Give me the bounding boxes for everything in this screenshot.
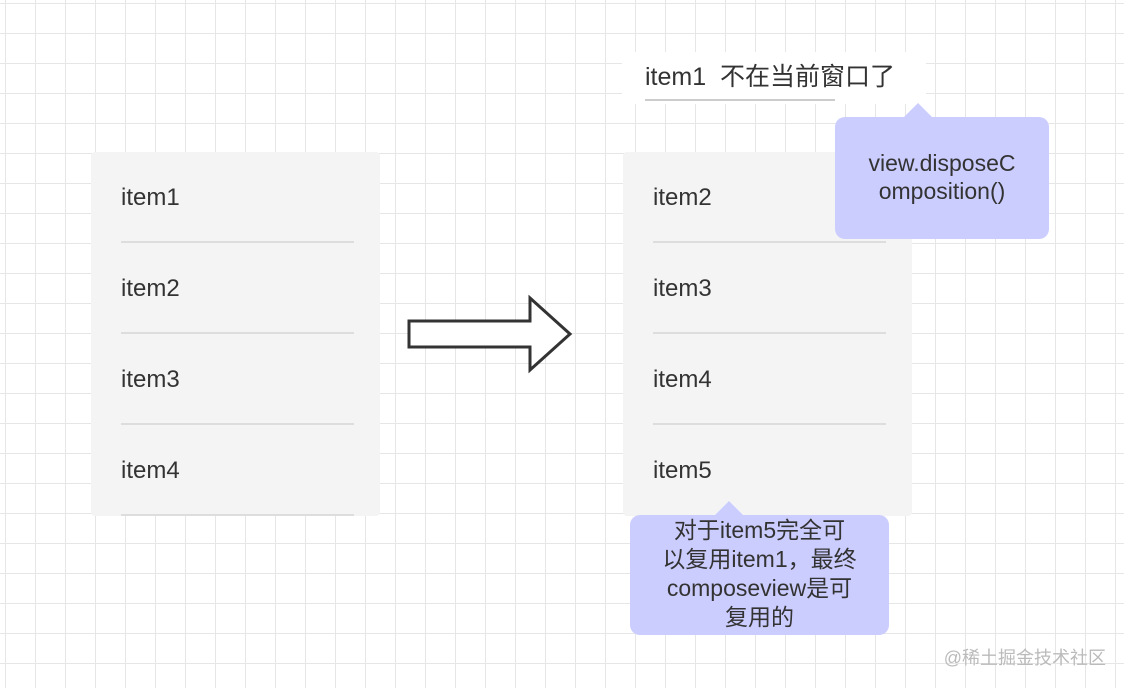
callout-line: composeview是可 xyxy=(666,575,853,601)
list-divider xyxy=(121,423,354,425)
watermark: @稀土掘金技术社区 xyxy=(943,648,1106,668)
list-item: item2 xyxy=(653,152,886,243)
right-arrow-icon xyxy=(407,294,573,374)
list-item-label: item3 xyxy=(121,366,180,393)
dispose-composition-callout: view.disposeC omposition() xyxy=(835,103,1049,239)
out-of-window-note: 不在当前窗口了 xyxy=(720,63,896,91)
list-divider xyxy=(653,241,886,243)
list-item: item4 xyxy=(653,334,886,425)
callout-line: 以复用item1，最终 xyxy=(662,546,857,572)
out-of-window-label: item1 不在当前窗口了 xyxy=(622,52,926,104)
out-of-window-text: item1 不在当前窗口了 xyxy=(645,63,895,91)
list-item-label: item4 xyxy=(121,457,180,484)
list-item-label: item1 xyxy=(121,184,180,211)
list-item: item3 xyxy=(653,243,886,334)
list-item: item4 xyxy=(121,425,354,516)
list-item-label: item2 xyxy=(653,184,712,211)
list-divider xyxy=(121,241,354,243)
list-item: item3 xyxy=(121,334,354,425)
list-item-label: item5 xyxy=(653,457,712,484)
list-divider xyxy=(121,514,354,516)
list-divider xyxy=(653,423,886,425)
out-of-window-item: item1 xyxy=(645,63,707,91)
list-item: item1 xyxy=(121,152,354,243)
list-item: item5 xyxy=(653,425,886,516)
list-divider xyxy=(121,332,354,334)
callout-line: 对于item5完全可 xyxy=(673,517,846,543)
left-list-card: item1 item2 item3 item4 xyxy=(91,152,380,516)
callout-line: 复用的 xyxy=(725,604,794,630)
reuse-callout: 对于item5完全可 以复用item1，最终 composeview是可 复用的 xyxy=(630,501,889,635)
callout-line: omposition() xyxy=(878,178,1006,204)
list-item-label: item2 xyxy=(121,275,180,302)
callout-line: view.disposeC xyxy=(868,150,1016,176)
list-item-label: item3 xyxy=(653,275,712,302)
list-divider xyxy=(653,332,886,334)
out-of-window-underline xyxy=(645,99,835,101)
list-item-label: item4 xyxy=(653,366,712,393)
list-item: item2 xyxy=(121,243,354,334)
